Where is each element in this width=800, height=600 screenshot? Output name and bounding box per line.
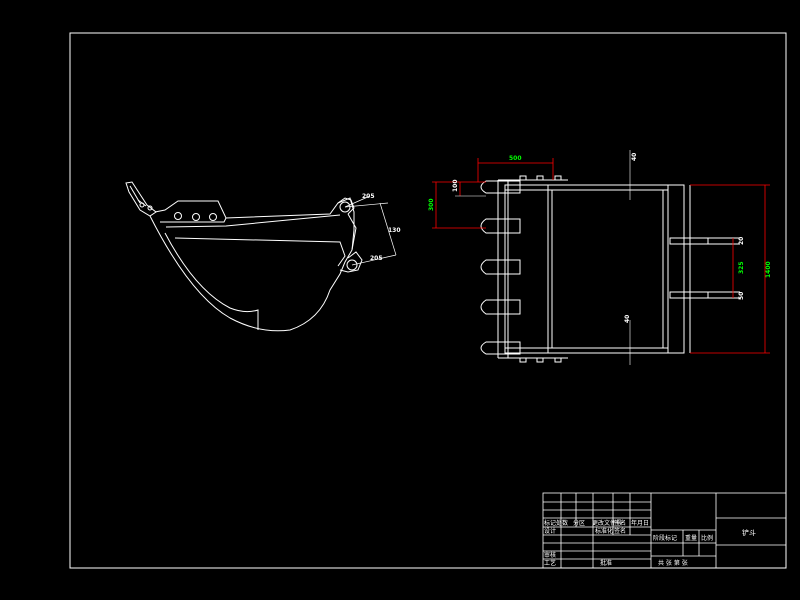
dim-top-width: 500	[509, 155, 522, 162]
tooth-4	[480, 299, 521, 315]
dim-tooth-height: 100	[452, 179, 459, 192]
dim-clearance-bottom: 40	[624, 315, 631, 323]
clearance-dimensions	[455, 150, 631, 365]
tb-weight: 重量	[685, 534, 697, 542]
tb-design: 设计	[544, 527, 556, 535]
tooth-1	[480, 180, 521, 194]
pin-hole-lower	[346, 259, 358, 271]
tb-scale: 比例	[701, 534, 713, 542]
side-view	[125, 181, 363, 332]
ear-plate	[337, 197, 355, 251]
title-block	[542, 492, 787, 569]
tb-review: 审核	[544, 551, 556, 559]
side-dim-b: 130	[388, 227, 401, 234]
hole-2	[192, 213, 200, 221]
tb-drawing-name: 铲斗	[742, 528, 756, 537]
hinge-upper	[669, 237, 709, 245]
hole-5	[147, 205, 153, 211]
tooth-2	[480, 218, 521, 234]
top-view	[480, 175, 740, 363]
tb-standardization: 标准化	[595, 527, 613, 535]
dim-clearance-top: 40	[631, 153, 638, 161]
tb-row1-c1: 标记处数	[544, 519, 568, 527]
dim-left-side: 300	[428, 198, 435, 211]
drawing-border	[69, 32, 787, 569]
dim-right-upper: 20	[738, 237, 745, 245]
side-dim-c: 205	[370, 255, 383, 262]
top-plate	[154, 197, 355, 219]
tb-row1-c5: 年月日	[631, 519, 649, 527]
bucket-back-outer	[149, 213, 357, 332]
tb-row1-c3: 更改文件号	[592, 519, 622, 527]
hole-1	[174, 212, 182, 220]
side-tooth	[125, 181, 157, 217]
tb-sheets: 共 张 第 张	[658, 559, 688, 567]
bucket-back-inner	[164, 232, 259, 330]
rear-plate	[667, 184, 685, 354]
hole-4	[139, 202, 145, 208]
tb-signature: 签名	[614, 527, 626, 535]
pin-hole-upper	[339, 201, 351, 213]
top-view-dimensions	[432, 158, 770, 354]
hinge-lower	[669, 291, 709, 299]
hole-3	[209, 213, 217, 221]
tooth-3	[480, 259, 521, 275]
bucket-frame-outer	[504, 184, 669, 354]
dim-right-total: 1400	[765, 261, 772, 278]
side-view-dimensions	[344, 195, 397, 266]
tb-row1-c2: 分区	[573, 519, 585, 527]
dim-right-lower: 50	[738, 292, 745, 300]
tb-approve: 批准	[600, 559, 612, 567]
tooth-5	[480, 341, 521, 355]
dim-right-mid: 325	[738, 261, 745, 274]
tb-process: 工艺	[544, 559, 556, 567]
tb-row1-c4: 签名	[614, 519, 626, 527]
side-dim-a: 205	[362, 193, 375, 200]
bucket-frame-inner	[551, 189, 664, 349]
tb-stage-marks: 阶段标记	[653, 534, 677, 542]
